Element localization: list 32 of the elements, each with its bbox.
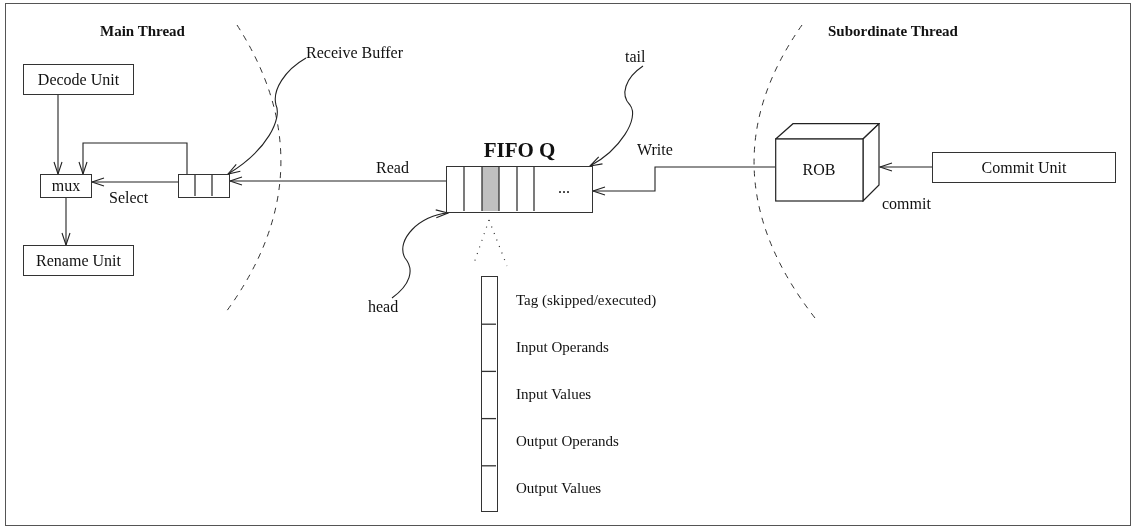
field-label: Tag (skipped/executed) [516,290,657,309]
leader-line [227,57,307,175]
arrow [61,197,71,246]
callout-text: tail [625,48,653,66]
field-label: Output Values [516,479,602,498]
unit-box: Commit Unit [932,152,1116,183]
mux-box: mux [40,174,92,198]
arrow [879,162,933,172]
callout-text: Receive Buffer [306,44,436,62]
edge-label: Write [636,142,674,158]
field-label: Output Operands [516,432,619,451]
leader-line [391,210,449,299]
field-column [481,276,498,512]
field-label: Input Operands [516,337,609,356]
leader-line [589,65,644,167]
arrow [91,177,179,187]
buffer-box [178,174,230,198]
unit-box: Rename Unit [23,245,134,276]
edge-label: Select [108,190,150,206]
callout-text: head [368,298,404,316]
queue-ellipsis: ... [557,179,571,197]
arrow [78,142,188,175]
arrow [592,166,776,196]
region-title: Main Thread [100,22,185,40]
edge-label: Read [375,160,410,176]
edge-label: commit [881,196,932,212]
arrow [53,94,63,175]
field-label: Input Values [516,385,592,403]
queue-title: FIFO Q [482,138,557,162]
region-title: Subordinate Thread [828,22,958,40]
arrow [229,176,447,186]
unit-box: Decode Unit [23,64,134,95]
